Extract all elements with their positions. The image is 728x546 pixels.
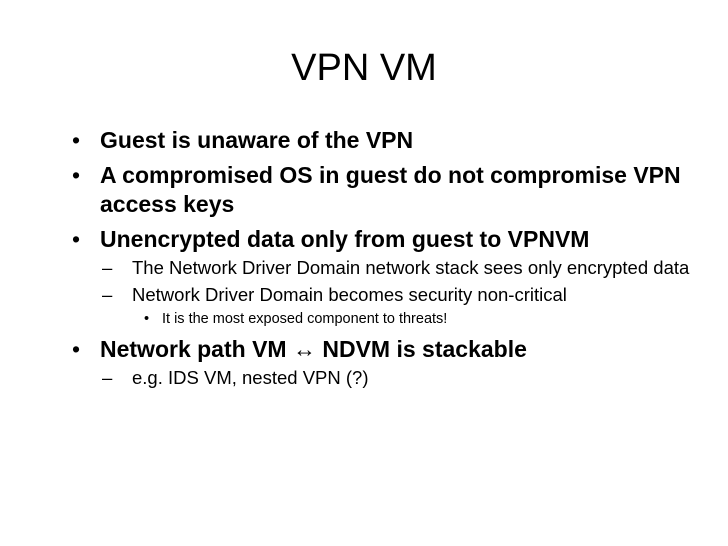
bullet-dot-icon: • xyxy=(144,311,150,327)
bullet-text: Guest is unaware of the VPN xyxy=(100,127,414,153)
slide-title: VPN VM xyxy=(291,47,437,89)
bullet-item: • A compromised OS in guest do not compr… xyxy=(72,161,712,219)
bullet-item: • Guest is unaware of the VPN xyxy=(72,126,712,155)
sub-sub-bullet-item: • It is the most exposed component to th… xyxy=(72,310,712,329)
bullet-dot-icon: • xyxy=(72,336,81,362)
sub-bullet-text: Network Driver Domain becomes security n… xyxy=(132,284,567,305)
bullet-dot-icon: • xyxy=(72,162,81,188)
dash-icon: – xyxy=(102,367,113,388)
bullet-text: A compromised OS in guest do not comprom… xyxy=(100,162,681,217)
sub-bullet-item: – Network Driver Domain becomes security… xyxy=(72,283,712,306)
dash-icon: – xyxy=(102,284,113,305)
bullet-text: Unencrypted data only from guest to VPNV… xyxy=(100,226,590,252)
sub-bullet-item: – e.g. IDS VM, nested VPN (?) xyxy=(72,366,712,389)
bullet-dot-icon: • xyxy=(72,127,81,153)
sub-sub-bullet-text: It is the most exposed component to thre… xyxy=(162,311,448,327)
bullet-dot-icon: • xyxy=(72,226,81,252)
bullet-list: • Guest is unaware of the VPN • A compro… xyxy=(72,126,712,393)
sub-bullet-item: – The Network Driver Domain network stac… xyxy=(72,256,712,279)
bullet-text: Network path VM ↔ NDVM is stackable xyxy=(100,336,527,362)
sub-bullet-text: e.g. IDS VM, nested VPN (?) xyxy=(132,367,369,388)
bullet-item: • Network path VM ↔ NDVM is stackable xyxy=(72,335,712,364)
sub-bullet-text: The Network Driver Domain network stack … xyxy=(132,257,690,278)
bullet-item: • Unencrypted data only from guest to VP… xyxy=(72,225,712,254)
dash-icon: – xyxy=(102,257,113,278)
